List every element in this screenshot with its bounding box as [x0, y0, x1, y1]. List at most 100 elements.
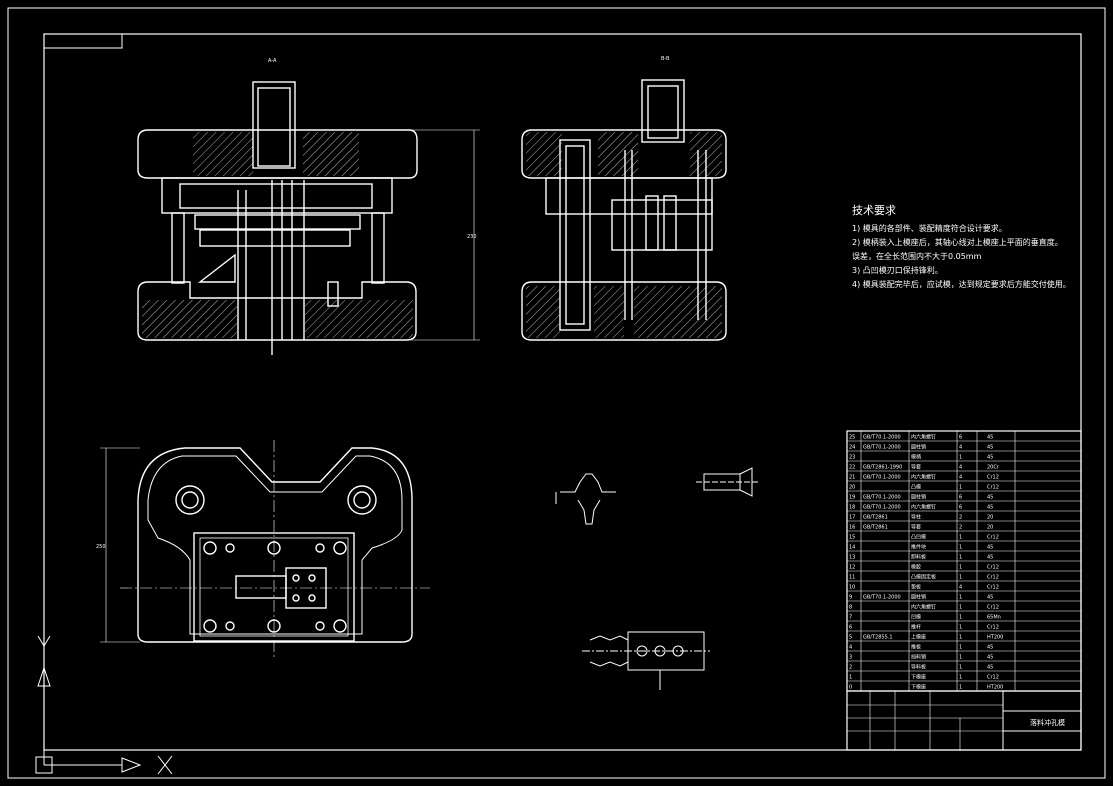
bom-cell: Cr12 — [987, 565, 999, 571]
bom-cell: 4 — [959, 585, 962, 591]
bom-cell: HT200 — [987, 685, 1003, 691]
bom-cell: 15 — [849, 535, 855, 541]
tech-requirements: 技术要求 1) 模具的各部件、装配精度符合设计要求。 2) 模柄装入上模座后，其… — [852, 204, 1071, 289]
bom-cell: 21 — [849, 475, 855, 481]
bom-cell: 45 — [987, 555, 993, 561]
bom-cell: 垫板 — [911, 584, 921, 591]
bom-cell: 1 — [959, 535, 962, 541]
bom-cell: 下模座 — [911, 674, 926, 681]
bom-cell: 凸凹模 — [911, 534, 926, 541]
tech-req-item: 2) 模柄装入上模座后，其轴心线对上模座上平面的垂直度。 — [852, 237, 1063, 247]
bom-cell: 圆柱销 — [911, 594, 926, 601]
bom-cell: GB/T70.1-2000 — [863, 435, 901, 441]
bom-cell: 20Cr — [987, 465, 1000, 471]
bom-cell: 1 — [959, 575, 962, 581]
bom-cell: 45 — [987, 545, 993, 551]
bom-cell: 1 — [959, 625, 962, 631]
bom-cell: GB/T2861 — [863, 525, 888, 531]
bom-cell: 内六角螺钉 — [911, 474, 936, 481]
bom-cell: Cr12 — [987, 605, 999, 611]
bom-cell: 1 — [959, 635, 962, 641]
detail-sketches — [555, 467, 760, 690]
bom-cell: 1 — [959, 485, 962, 491]
frame-tag-box — [43, 33, 123, 49]
tech-req-item: 4) 模具装配完毕后，应试模，达到规定要求后方能交付使用。 — [852, 279, 1071, 289]
bom-cell: Cr12 — [987, 585, 999, 591]
bom-cell: 45 — [987, 505, 993, 511]
bom-cell: 1 — [959, 675, 962, 681]
bom-cell: 45 — [987, 595, 993, 601]
title-block: 落料冲孔模 — [846, 690, 1082, 751]
plan-view: 250 — [96, 440, 430, 660]
bom-cell: 10 — [849, 585, 855, 591]
bom-cell: 19 — [849, 495, 855, 501]
bom-cell: 20 — [987, 525, 993, 531]
plan-width-dim: 250 — [96, 544, 106, 550]
bom-cell: 凸模 — [911, 484, 921, 491]
bom-cell: 凸模固定板 — [911, 574, 936, 581]
bom-cell: 推板 — [911, 644, 921, 651]
bom-cell: 7 — [849, 615, 852, 621]
bom-cell: HT200 — [987, 635, 1003, 641]
bom-cell: Cr12 — [987, 625, 999, 631]
bom-cell: GB/T2861-1990 — [863, 465, 902, 471]
bom-cell: 12 — [849, 565, 855, 571]
bom-cell: 20 — [987, 515, 993, 521]
bom-cell: 45 — [987, 445, 993, 451]
side-view-label: B-B — [661, 56, 670, 62]
bom-cell: 4 — [959, 445, 962, 451]
bom-cell: 45 — [987, 495, 993, 501]
bom-cell: 导套 — [911, 464, 921, 471]
bom-cell: 45 — [987, 665, 993, 671]
bom-cell: 6 — [959, 495, 962, 501]
bom-cell: 1 — [959, 565, 962, 571]
bom-cell: Cr12 — [987, 475, 999, 481]
bom-cell: GB/T70.1-2000 — [863, 445, 901, 451]
bom-cell: 导套 — [911, 524, 921, 531]
bom-cell: GB/T70.1-2000 — [863, 505, 901, 511]
tech-req-item: 1) 模具的各部件、装配精度符合设计要求。 — [852, 223, 1007, 233]
bom-cell: 8 — [849, 605, 852, 611]
bom-cell: 凹模 — [911, 614, 921, 621]
bom-cell: 推件块 — [911, 544, 926, 551]
bom-cell: 1 — [959, 455, 962, 461]
bom-cell: 模柄 — [911, 454, 921, 461]
bom-cell: 下模座 — [911, 684, 926, 691]
bom-cell: 1 — [959, 665, 962, 671]
bom-cell: 23 — [849, 455, 855, 461]
bom-cell: Cr12 — [987, 675, 999, 681]
bom-cell: 橡胶 — [911, 564, 921, 571]
drawing-frame — [43, 33, 1082, 751]
bom-cell: 导柱 — [911, 514, 921, 521]
bom-cell: 6 — [959, 435, 962, 441]
ucs-icon — [35, 635, 173, 775]
bom-cell: 挡料销 — [911, 654, 926, 661]
bom-cell: 1 — [959, 595, 962, 601]
sheet-outer-border — [7, 7, 1106, 779]
bom-cell: 2 — [959, 515, 962, 521]
bom-cell: 6 — [849, 625, 852, 631]
bom-cell: Cr12 — [987, 485, 999, 491]
bom-cell: GB/T70.1-2000 — [863, 595, 901, 601]
bom-cell: 2 — [959, 525, 962, 531]
bom-cell: Cr12 — [987, 535, 999, 541]
bom-cell: 22 — [849, 465, 855, 471]
bom-cell: 17 — [849, 515, 855, 521]
tech-req-title: 技术要求 — [852, 204, 896, 217]
bom-cell: 1 — [959, 605, 962, 611]
bom-cell: 25 — [849, 435, 855, 441]
bom-cell: 内六角螺钉 — [911, 604, 936, 611]
bom-cell: 1 — [959, 685, 962, 691]
bom-cell: 9 — [849, 595, 852, 601]
bom-cell: GB/T70.1-2000 — [863, 475, 901, 481]
bom-cell: 65Mn — [987, 615, 1001, 621]
bom-cell: 20 — [849, 485, 855, 491]
bom-cell: 卸料板 — [911, 554, 926, 561]
bom-cell: GB/T70.1-2000 — [863, 495, 901, 501]
front-section-view: A-A 230 — [137, 58, 480, 355]
bom-cell: 45 — [987, 455, 993, 461]
bom-cell: 4 — [849, 645, 852, 651]
tech-req-item: 3) 凸凹模刃口保持锋利。 — [852, 265, 943, 275]
bom-cell: GB/T2861 — [863, 515, 888, 521]
